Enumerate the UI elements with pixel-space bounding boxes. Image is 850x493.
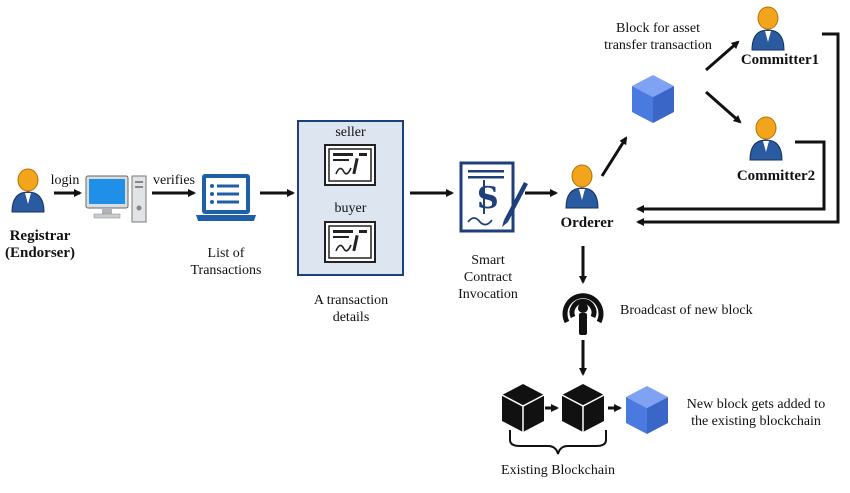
laptop-list-icon — [194, 172, 258, 229]
orderer-person-icon — [562, 162, 602, 215]
orderer-label: Orderer — [560, 215, 614, 231]
arrow-block-committer1 — [705, 40, 740, 72]
buyer-check-icon — [324, 221, 376, 268]
registrar-line2: (Endorser) — [5, 245, 75, 261]
committer1-label: Committer1 — [740, 52, 820, 68]
existing-blockchain-label: Existing Blockchain — [501, 463, 615, 478]
new-block-line2: the existing blockchain — [691, 414, 821, 429]
registrar-line1: Registrar — [9, 228, 71, 244]
list-line2: Transactions — [190, 263, 262, 278]
details-line2: details — [332, 310, 370, 325]
broadcast-label: Broadcast of new block — [620, 303, 753, 318]
committer2-person-icon — [746, 114, 786, 167]
computer-icon — [84, 172, 150, 233]
block-cube-icon — [630, 73, 676, 130]
verifies-edge-label: verifies — [153, 173, 195, 188]
smart-contract-line2: Contract — [463, 270, 513, 285]
details-line1: A transaction — [313, 293, 389, 308]
svg-text:S: S — [477, 181, 499, 216]
seller-label: seller — [335, 125, 366, 140]
details-label: A transaction details — [295, 292, 407, 326]
arrow-block-committer2 — [705, 90, 742, 124]
block-line2: transfer transaction — [604, 38, 712, 53]
broadcast-icon — [557, 286, 609, 343]
list-label: List of Transactions — [180, 245, 272, 279]
line-committer1-orderer — [638, 32, 840, 224]
smart-contract-label: Smart Contract Invocation — [450, 252, 526, 303]
smart-contract-line3: Invocation — [458, 287, 518, 302]
committer2-label: Committer2 — [736, 168, 816, 184]
seller-check-icon — [324, 144, 376, 191]
list-line1: List of — [207, 246, 245, 261]
registrar-label: Registrar (Endorser) — [0, 228, 80, 262]
smart-contract-icon: S — [458, 160, 528, 241]
chain-block-2-icon — [560, 382, 606, 439]
committer1-person-icon — [748, 4, 788, 57]
login-edge-label: login — [50, 173, 80, 188]
new-block-line1: New block gets added to — [686, 397, 826, 412]
line-committer2-orderer — [640, 140, 826, 211]
brace-existing-blockchain — [509, 430, 607, 455]
buyer-label: buyer — [334, 201, 367, 216]
registrar-person-icon — [8, 166, 48, 219]
block-line1: Block for asset — [616, 21, 700, 36]
smart-contract-line1: Smart — [471, 253, 505, 268]
chain-block-1-icon — [500, 382, 546, 439]
arrow-orderer-block — [600, 136, 628, 177]
new-block-cube-icon — [624, 384, 670, 441]
block-label: Block for asset transfer transaction — [590, 20, 726, 54]
new-block-label: New block gets added to the existing blo… — [676, 396, 836, 430]
